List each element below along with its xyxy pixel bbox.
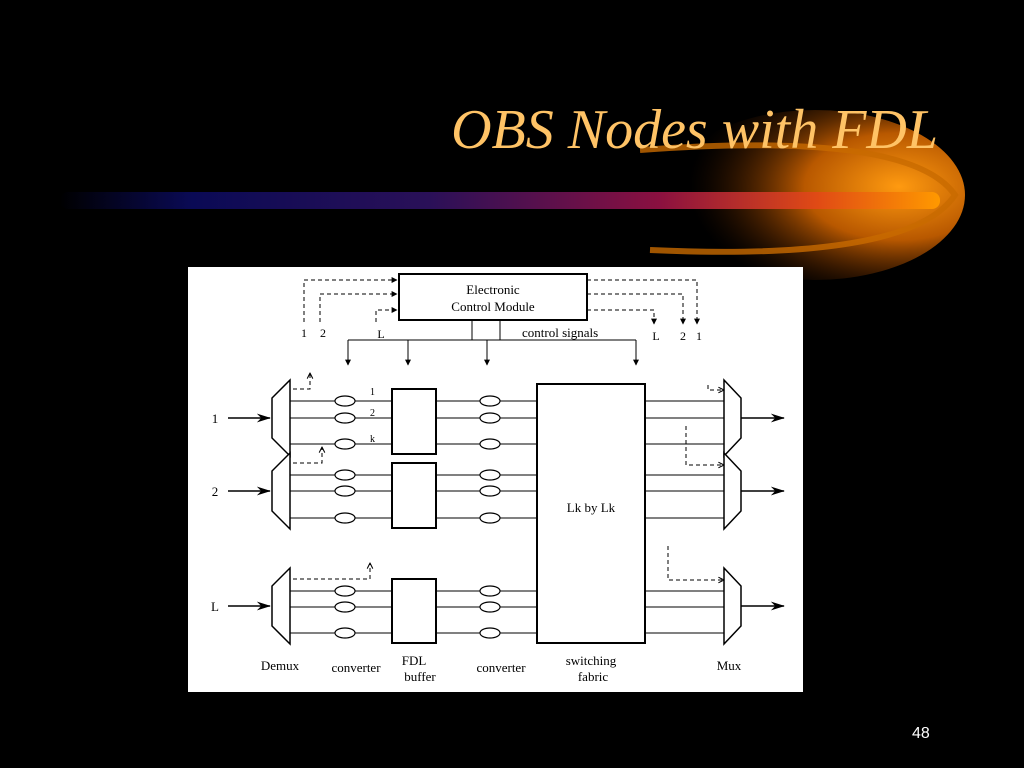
port-2-demux bbox=[271, 451, 291, 531]
port-2-converter-left-2 bbox=[334, 512, 356, 524]
right-feedback-label-1: 1 bbox=[696, 329, 702, 343]
caption-demux: Demux bbox=[261, 658, 300, 673]
input-label-2: 2 bbox=[212, 484, 219, 499]
left-feedback-lines bbox=[303, 277, 398, 322]
control-module-box bbox=[398, 273, 588, 321]
caption-fabric-line1: switching bbox=[566, 653, 617, 668]
port-2-demux-control-tap bbox=[293, 447, 322, 464]
port-l-demux bbox=[271, 566, 291, 646]
port-l-converter-left-0 bbox=[334, 585, 356, 597]
right-feedback-label-l: L bbox=[652, 329, 659, 343]
control-module-line2: Control Module bbox=[451, 299, 535, 314]
left-feedback-label-2: 2 bbox=[320, 326, 326, 340]
port-2-converter-left-0 bbox=[334, 469, 356, 481]
port-1-converter-left-1 bbox=[334, 412, 356, 424]
caption-converter-right: converter bbox=[476, 660, 526, 675]
input-label-l: L bbox=[211, 599, 219, 614]
port-2-converter-right-0 bbox=[479, 469, 501, 481]
port-l-converter-right-2 bbox=[479, 627, 501, 639]
port-2-converter-right-2 bbox=[479, 512, 501, 524]
caption-converter-left: converter bbox=[331, 660, 381, 675]
port-2-converter-right-1 bbox=[479, 485, 501, 497]
port-2-converter-left-1 bbox=[334, 485, 356, 497]
switching-fabric-box bbox=[536, 383, 646, 644]
port-1-mux bbox=[723, 378, 742, 458]
port-2-mux bbox=[723, 451, 742, 531]
caption-fabric-line2: fabric bbox=[578, 669, 609, 684]
port-1-fdl-buffer bbox=[391, 388, 437, 455]
port-1-demux bbox=[271, 378, 291, 458]
port-1-converter-right-2 bbox=[479, 438, 501, 450]
port-1-converter-left-0 bbox=[334, 395, 356, 407]
obs-node-diagram-svg: Electronic Control Module control signal… bbox=[211, 273, 785, 684]
switch-label: Lk by Lk bbox=[567, 500, 616, 515]
right-feedback-label-2: 2 bbox=[680, 329, 686, 343]
page-number: 48 bbox=[912, 725, 930, 742]
port-1-converter-right-1 bbox=[479, 412, 501, 424]
caption-mux: Mux bbox=[717, 658, 742, 673]
port-l-mux bbox=[723, 566, 742, 646]
port-l-fdl-buffer bbox=[391, 578, 437, 644]
port-l-converter-left-2 bbox=[334, 627, 356, 639]
mux-feedback-1 bbox=[707, 385, 724, 390]
control-signals-label: control signals bbox=[522, 325, 598, 340]
mux-feedback-l bbox=[667, 546, 724, 580]
obs-node-diagram: Electronic Control Module control signal… bbox=[188, 267, 803, 692]
port-l-converter-right-0 bbox=[479, 585, 501, 597]
port-2-fdl-buffer bbox=[391, 462, 437, 529]
wavelength-label-k: k bbox=[370, 434, 375, 445]
port-l-demux-control-tap bbox=[293, 563, 370, 580]
right-feedback-lines bbox=[587, 279, 700, 325]
mux-feedback-2 bbox=[685, 426, 724, 465]
left-feedback-label-l: L bbox=[377, 327, 384, 341]
port-1-converter-right-0 bbox=[479, 395, 501, 407]
port-l-converter-left-1 bbox=[334, 601, 356, 613]
port-l-converter-right-1 bbox=[479, 601, 501, 613]
port-1-converter-left-2 bbox=[334, 438, 356, 450]
left-feedback-label-1: 1 bbox=[301, 326, 307, 340]
slide-title: OBS Nodes with FDL bbox=[451, 99, 938, 161]
wavelength-label-2: 2 bbox=[370, 408, 375, 419]
wavelength-label-1: 1 bbox=[370, 387, 375, 398]
port-1-demux-control-tap bbox=[293, 373, 310, 390]
caption-fdl-line1: FDL bbox=[402, 653, 427, 668]
control-module-line1: Electronic bbox=[466, 282, 520, 297]
caption-fdl-line2: buffer bbox=[404, 669, 436, 684]
port-groups bbox=[228, 373, 785, 646]
input-label-1: 1 bbox=[212, 411, 219, 426]
control-signal-bus bbox=[345, 320, 639, 366]
